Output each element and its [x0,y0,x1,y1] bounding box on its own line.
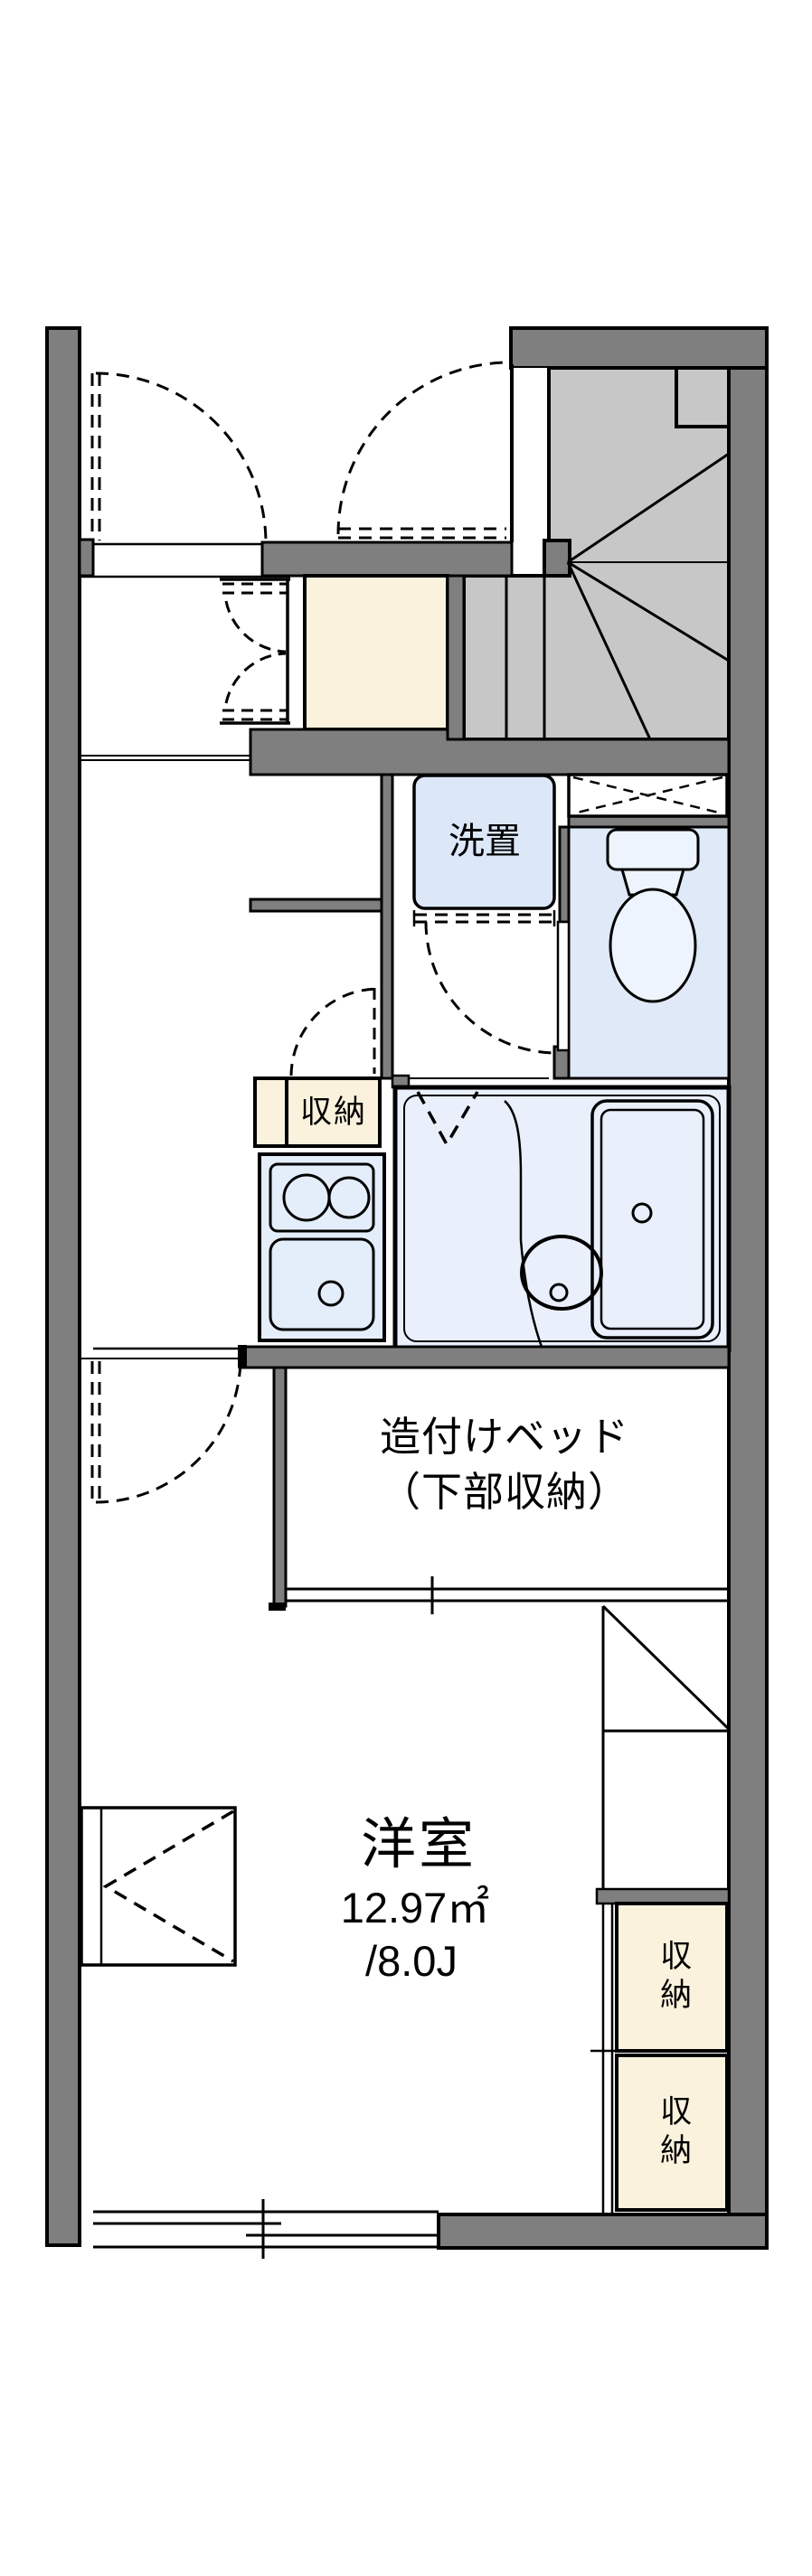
shoe-closet [220,578,290,725]
sink [269,1237,375,1331]
kitchen-unit [258,1152,386,1342]
wall-kitchen-washroom [380,773,394,1080]
wall-right [727,326,769,2247]
closet-top-wall [595,1887,731,1905]
label-laundry: 洗置 [448,822,521,861]
entry-area [78,361,514,761]
label-bed-line2: （下部収納） [379,1469,630,1516]
toilet-window-x [572,776,723,815]
bathroom-floor [392,1085,732,1352]
bathroom-inner-line [403,1095,721,1342]
label-closet-lower: 収納 [656,2094,692,2172]
outer-walls [45,326,769,2250]
counter-fold-mark [102,1810,234,1963]
toilet-room [567,773,731,1080]
stair-landing-strip [514,368,549,541]
laundry-space [412,774,556,910]
kitchen-storage-box [253,1076,382,1148]
wall-cap [238,1345,247,1368]
toilet-fixture [606,828,700,1003]
label-room-name: 洋室 [360,1812,477,1875]
stove-top [269,1162,375,1233]
bathroom [392,1085,732,1352]
wall-stub-kitchen [249,898,393,913]
front-door [336,361,511,540]
sink-drain [317,1280,345,1307]
kitchen [253,987,386,1342]
genkan-top-wall [260,541,514,578]
shoe-closet-doors [222,582,288,721]
bath-basin [504,1100,603,1350]
genkan-stair-wall [446,574,466,741]
bed-wall-cap [269,1603,286,1611]
stair-top-landing [675,366,731,428]
stair-winder-treads [505,452,730,740]
wall-left [45,326,81,2247]
washroom [391,774,571,1089]
washroom-door-panel [556,920,571,1052]
room-door-swing [90,1357,242,1504]
laundry-accordion-door [412,910,556,926]
bath-folding-door [416,1091,479,1148]
wall-stub-left [78,538,95,578]
hall-door [90,371,268,544]
wall-above-bed [238,1345,731,1369]
step-edge [81,755,250,761]
wall-toilet-top [567,814,731,829]
closet-column [590,1604,731,2213]
kitchen-door-swing [289,987,383,1076]
label-room-area-sqm: 12.97㎡ [340,1883,490,1932]
label-room-area-jo: /8.0J [365,1936,458,1985]
burner-right [327,1176,371,1219]
folding-counter [80,1806,237,1967]
label-closet-upper: 収納 [656,1939,692,2017]
closet-lower-box [615,2054,729,2212]
closet-door-tracks [590,1904,626,2213]
bed-block [80,1345,731,1614]
wall-top [509,326,769,370]
closet-upper-box [615,1902,729,2053]
genkan-floor [303,574,449,731]
staircase [462,366,731,741]
western-room [80,1806,439,2259]
wardrobe-open [601,1604,731,1889]
mid-walls [249,728,731,1080]
sliding-window [93,2199,439,2259]
bed-left-wall [272,1366,288,1608]
label-kitchen-storage: 収納 [299,1094,368,1130]
bed-front-edge [286,1576,729,1614]
bathtub [590,1099,714,1340]
wall-band-under-stairs [249,728,731,776]
label-bed-line1: 造付けベッド [379,1414,630,1461]
wall-bottom [437,2213,769,2250]
washroom-door-swing [424,921,558,1055]
stair-newel-post [543,539,571,578]
